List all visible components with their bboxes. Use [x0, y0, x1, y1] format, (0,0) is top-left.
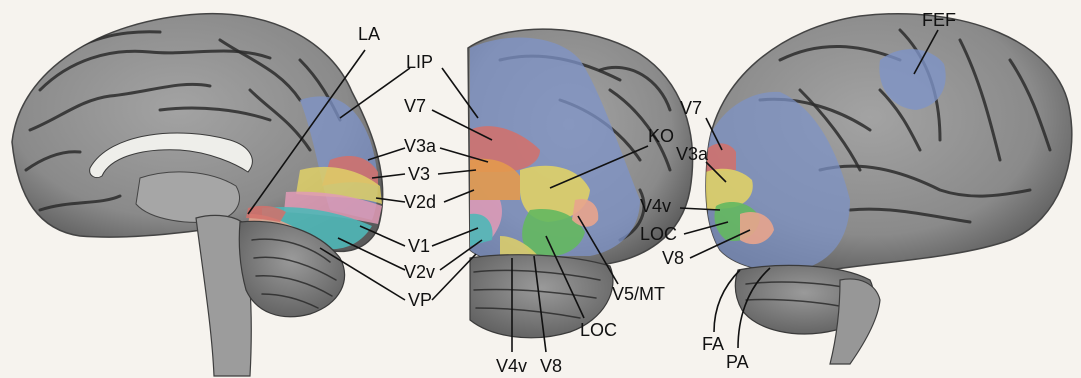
label-vp: VP: [408, 290, 432, 310]
thalamus: [136, 172, 239, 222]
label-loc-lateral: LOC: [640, 224, 677, 244]
label-v8-lateral: V8: [662, 248, 684, 268]
label-v4v-posterior: V4v: [496, 356, 527, 376]
label-fef: FEF: [922, 10, 956, 30]
label-v2v: V2v: [404, 262, 435, 282]
label-v1: V1: [408, 236, 430, 256]
label-v4v-lateral: V4v: [640, 196, 671, 216]
label-ko: KO: [648, 126, 674, 146]
label-v7: V7: [404, 96, 426, 116]
lateral-brain: [706, 14, 1072, 364]
label-v3a: V3a: [404, 136, 437, 156]
label-v3a-lateral: V3a: [676, 144, 709, 164]
label-la: LA: [358, 24, 380, 44]
label-v3: V3: [408, 164, 430, 184]
medial-brain: [12, 14, 383, 376]
label-v5mt: V5/MT: [612, 284, 665, 304]
label-pa: PA: [726, 352, 749, 372]
label-loc-posterior: LOC: [580, 320, 617, 340]
label-lip: LIP: [406, 52, 433, 72]
label-v8-posterior: V8: [540, 356, 562, 376]
label-fa: FA: [702, 334, 724, 354]
label-v2d: V2d: [404, 192, 436, 212]
label-v7-lateral: V7: [680, 98, 702, 118]
